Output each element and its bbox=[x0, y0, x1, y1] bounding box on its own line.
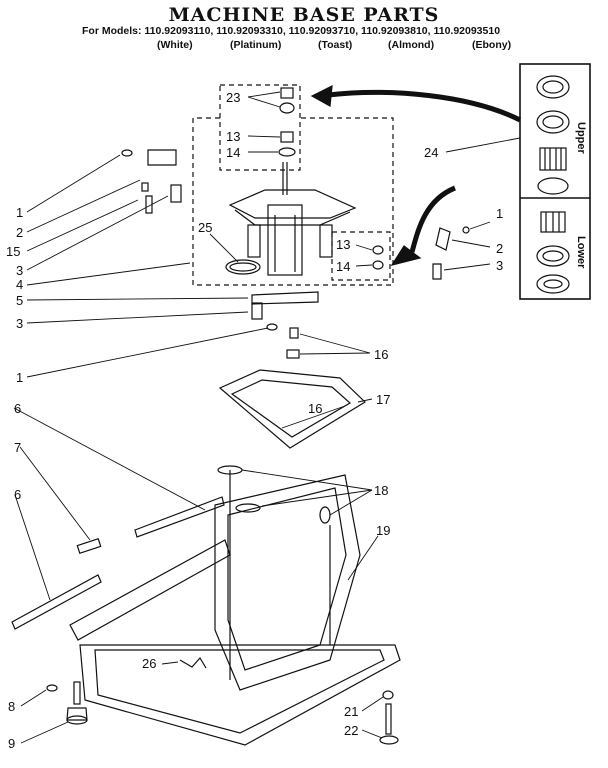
color-white: (White) bbox=[157, 39, 193, 51]
seal-stack-upper bbox=[278, 87, 296, 157]
callout-13a: 13 bbox=[226, 129, 240, 144]
callout-5: 5 bbox=[16, 293, 23, 308]
color-platinum: (Platinum) bbox=[230, 39, 282, 51]
color-toast: (Toast) bbox=[318, 39, 353, 51]
callout-22: 22 bbox=[344, 723, 358, 738]
callout-numbers: 1 2 15 3 4 5 3 1 25 23 13 14 24 13 14 1 … bbox=[6, 90, 503, 751]
callout-19: 19 bbox=[376, 523, 390, 538]
callout-26: 26 bbox=[142, 656, 156, 671]
callout-14b: 14 bbox=[336, 259, 350, 274]
inset-arrows bbox=[310, 84, 522, 266]
callout-1b: 1 bbox=[16, 370, 23, 385]
callout-3c: 3 bbox=[496, 258, 503, 273]
diagram-title: MACHINE BASE PARTS bbox=[168, 4, 440, 26]
gearcase bbox=[225, 162, 357, 276]
base-frame bbox=[69, 470, 401, 746]
callout-2b: 2 bbox=[496, 241, 503, 256]
callout-21: 21 bbox=[344, 704, 358, 719]
callout-9: 9 bbox=[8, 736, 15, 751]
gearcase-dashed-box bbox=[192, 84, 394, 286]
callout-13b: 13 bbox=[336, 237, 350, 252]
model-numbers: For Models: 110.92093110, 110.92093310, … bbox=[82, 25, 501, 37]
callout-17: 17 bbox=[376, 392, 390, 407]
suspension-bracket bbox=[218, 327, 366, 449]
callout-2a: 2 bbox=[16, 225, 23, 240]
callout-16b: 16 bbox=[308, 401, 322, 416]
callout-6b: 6 bbox=[14, 487, 21, 502]
color-ebony: (Ebony) bbox=[472, 39, 512, 51]
callout-16a: 16 bbox=[374, 347, 388, 362]
small-parts-right bbox=[372, 226, 470, 280]
callout-7: 7 bbox=[14, 440, 21, 455]
rails-and-spring bbox=[11, 465, 331, 630]
callout-14a: 14 bbox=[226, 145, 240, 160]
callout-15: 15 bbox=[6, 244, 20, 259]
small-parts-left bbox=[121, 149, 319, 331]
callout-25: 25 bbox=[198, 220, 212, 235]
callout-6a: 6 bbox=[14, 401, 21, 416]
callout-1a: 1 bbox=[16, 205, 23, 220]
callout-24: 24 bbox=[424, 145, 438, 160]
lower-bearing-set bbox=[536, 211, 570, 294]
upper-bearing-set bbox=[536, 75, 570, 195]
inset-label-upper: Upper bbox=[575, 122, 587, 155]
callout-18: 18 bbox=[374, 483, 388, 498]
callout-8: 8 bbox=[8, 699, 15, 714]
feet-hardware bbox=[46, 656, 399, 745]
callout-1c: 1 bbox=[496, 206, 503, 221]
callout-4: 4 bbox=[16, 277, 23, 292]
inset-label-lower: Lower bbox=[575, 236, 587, 269]
bearing-inset-box bbox=[519, 63, 591, 300]
callout-3b: 3 bbox=[16, 316, 23, 331]
leader-lines bbox=[13, 91, 521, 744]
callout-3a: 3 bbox=[16, 263, 23, 278]
callout-23: 23 bbox=[226, 90, 240, 105]
color-almond: (Almond) bbox=[388, 39, 435, 51]
